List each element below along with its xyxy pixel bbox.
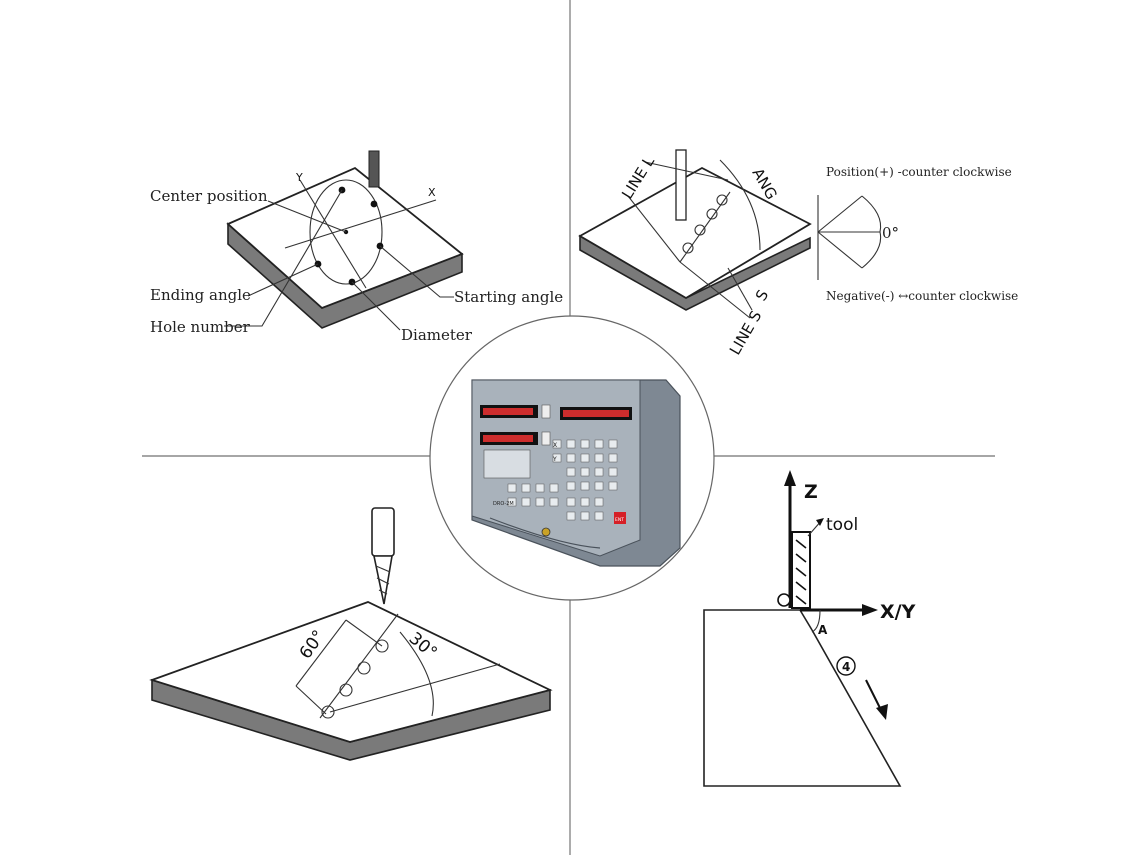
tool-icon: [675, 149, 687, 221]
angle-drill-diagram: 60° 30°: [149, 507, 553, 761]
axis-x-label: X: [428, 186, 436, 199]
label-diameter: Diameter: [401, 326, 473, 344]
bolt-circle: [309, 179, 383, 285]
model-label: DRO-2M: [493, 501, 514, 507]
angle-holes: [321, 639, 389, 719]
label-starting-angle: Starting angle: [454, 288, 563, 306]
keypad: [507, 439, 618, 521]
plate-top: [226, 166, 464, 310]
key-y: Y: [552, 456, 557, 463]
enter-key-label: ENT: [615, 517, 624, 523]
line-hole-diagram: LINE L ANG LINE S S 0° Position(+) -coun…: [578, 149, 1018, 358]
label-s: S: [752, 287, 772, 304]
plate-top: [578, 166, 812, 300]
label-line-s: LINE S: [726, 308, 765, 358]
label-a: A: [818, 623, 828, 637]
dro-device-illustration: X Y ENT DRO-2M: [429, 315, 715, 601]
end-mill-flutes: [373, 555, 393, 605]
bolt-hole-diagram: Y X Center position Ending angle Hole nu…: [150, 150, 563, 344]
step-badge: [836, 656, 856, 676]
label-positive: Position(+) -counter clockwise: [826, 165, 1012, 179]
key-x: X: [553, 442, 557, 449]
label-ending-angle: Ending angle: [150, 286, 251, 304]
plate-top: [149, 601, 553, 743]
line-holes: [682, 194, 728, 254]
end-mill-shank: [371, 507, 395, 557]
display-digits: [483, 408, 629, 442]
workpiece-outline: [703, 609, 902, 787]
quadrant-dividers: [142, 0, 995, 855]
axis-y-label: Y: [295, 171, 303, 184]
label-center-position: Center position: [150, 187, 268, 205]
enter-key: [614, 512, 626, 524]
origin-marker: [777, 593, 791, 607]
label-negative: Negative(-) ↔counter clockwise: [826, 289, 1018, 303]
label-z: Z: [804, 481, 818, 503]
label-tool: tool: [826, 515, 858, 535]
label-xy: X/Y: [880, 601, 916, 623]
label-step: 4: [842, 660, 850, 674]
tool-icon: [368, 150, 380, 188]
label-zero-degrees: 0°: [882, 224, 899, 242]
function-keys: [483, 449, 531, 479]
mount-knob: [541, 527, 551, 537]
label-hole-number: Hole number: [150, 318, 251, 336]
bevel-diagram: Z X/Y tool A 4: [703, 470, 916, 787]
